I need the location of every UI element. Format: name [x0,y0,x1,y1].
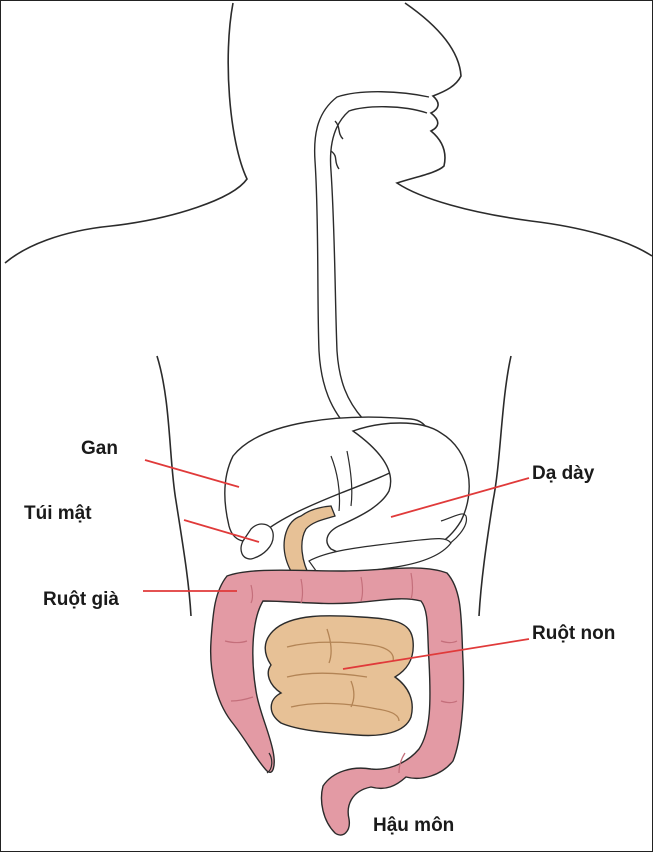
label-anus: Hậu môn [373,815,454,837]
torso-right-outline [479,356,511,616]
body-outline [5,3,652,616]
label-liver: Gan [81,438,118,460]
face-profile-outline [397,3,652,256]
label-large-intestine: Ruột già [43,589,119,611]
leader-line-gan [145,460,239,487]
label-stomach: Dạ dày [532,463,594,485]
head-left-outline [5,3,247,263]
esophagus [315,92,429,431]
label-small-intestine: Ruột non [532,623,615,645]
torso-left-outline [157,356,191,616]
small-intestine [265,616,413,736]
label-gallbladder: Túi mật [24,503,92,525]
